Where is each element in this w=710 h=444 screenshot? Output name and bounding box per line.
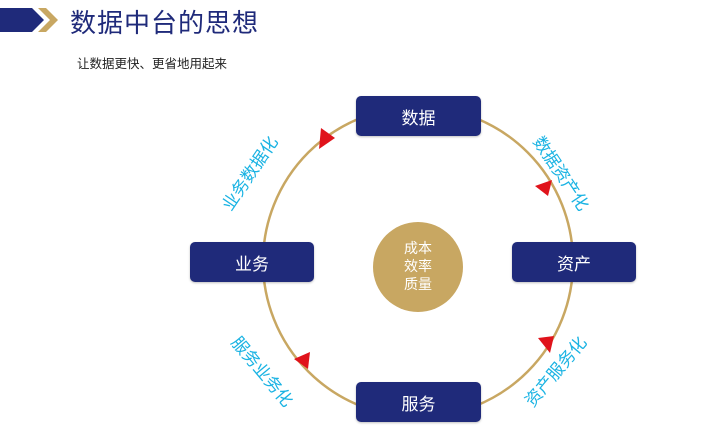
arrow-assets-to-services: [538, 336, 554, 353]
arrow-data-to-assets: [535, 180, 552, 196]
header-chevron-icon: [0, 8, 58, 32]
center-circle: 成本 效率 质量: [373, 222, 463, 312]
arrow-business-to-data: [319, 128, 335, 149]
arrow-services-to-business: [294, 352, 310, 369]
center-line-efficiency: 效率: [404, 259, 432, 275]
center-line-cost: 成本: [404, 241, 432, 257]
node-business: 业务: [190, 242, 314, 282]
page-title: 数据中台的思想: [70, 9, 260, 39]
node-assets: 资产: [512, 242, 636, 282]
page-subtitle: 让数据更快、更省地用起来: [77, 56, 228, 71]
node-services: 服务: [356, 382, 481, 422]
node-data: 数据: [356, 96, 481, 136]
center-line-quality: 质量: [404, 277, 432, 293]
